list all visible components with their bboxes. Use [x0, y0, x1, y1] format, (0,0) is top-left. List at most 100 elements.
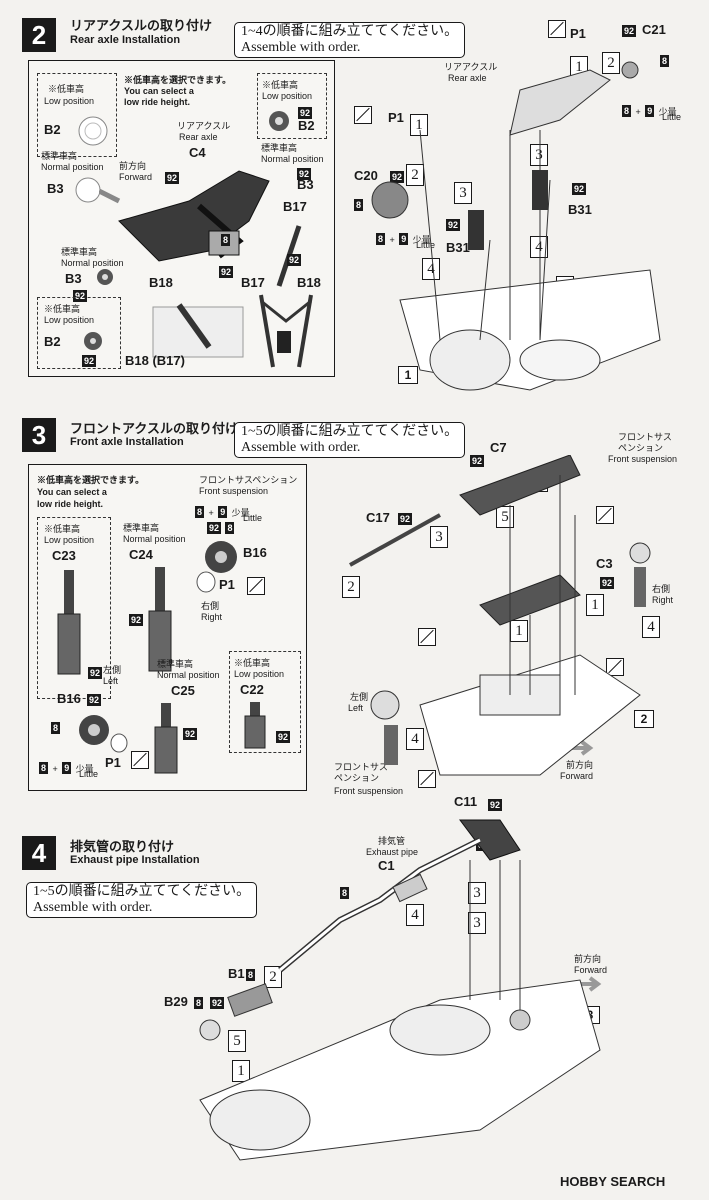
normal-jp: 標準車高: [123, 523, 160, 533]
sequence-5: 5: [228, 1030, 246, 1052]
little-jp: 少量: [658, 107, 677, 117]
sequence-2: 2: [342, 576, 360, 598]
paint-9: 9: [62, 761, 72, 774]
low-label-jp: ※低車高: [48, 84, 85, 94]
forward-en: Forward: [560, 771, 594, 781]
part-P1: P1: [219, 577, 235, 592]
front-susp-jp: フロントサス: [618, 432, 672, 442]
part-B18: B18: [297, 275, 321, 290]
paint-8: 8: [246, 968, 256, 981]
exhaust-chassis-drawing: [199, 819, 601, 1161]
normal-en: Normal position: [61, 258, 124, 268]
part-B1: B1: [228, 966, 245, 981]
part-B16: B16: [243, 545, 267, 560]
exhaust-en: Exhaust pipe: [366, 847, 419, 857]
sequence-3: 3: [468, 882, 486, 904]
paint-mix: 8 + 9 少量: [195, 503, 250, 521]
low-label-en: Low position: [44, 535, 95, 545]
right-jp: 右側: [201, 601, 220, 611]
part-B31: B31: [568, 202, 592, 217]
paint-92: 92: [207, 521, 222, 534]
paint-8: 8: [221, 233, 231, 246]
front-susp-en: Front suspension: [199, 486, 269, 496]
shocks-pair-drawing: [259, 294, 313, 368]
front-chassis-drawing: [349, 455, 651, 776]
low-position-box-b2: ※低車高 Low position B2 92: [37, 297, 121, 369]
step-number: 4: [22, 836, 56, 870]
paint-8: 8: [376, 232, 386, 245]
front-susp-en: Front suspension: [608, 454, 678, 464]
left-jp: 左側: [350, 692, 369, 702]
paint-8: 8: [354, 198, 364, 211]
sequence-2: 2: [602, 52, 620, 74]
part-B29: B29: [164, 994, 188, 1009]
paint-9: 9: [218, 505, 228, 518]
paint-92: 92: [287, 253, 302, 266]
little-jp: 少量: [231, 508, 250, 518]
normal-en: Normal position: [261, 154, 324, 164]
paint-92: 92: [390, 170, 405, 183]
sequence-4: 4: [422, 258, 440, 280]
sequence-1: 1: [232, 1060, 250, 1082]
left-en: Left: [103, 676, 119, 686]
low-label-en: Low position: [44, 315, 95, 325]
paint-92: 92: [183, 727, 198, 740]
low-label-jp: ※低車高: [262, 80, 299, 90]
bushing-icon: [78, 116, 108, 146]
paint-mix: 8 + 9 少量: [39, 759, 94, 777]
rear-axle-jp: リアアクスル: [444, 62, 498, 72]
low-note-en1: You can select a: [37, 487, 107, 497]
step-number: 2: [22, 18, 56, 52]
low-position-box-right: ※低車高 Low position 92 B2: [257, 73, 327, 139]
little-en: Little: [416, 240, 436, 250]
low-note-en1: You can select a: [124, 86, 194, 96]
paint-92: 92: [165, 171, 180, 184]
order-note-en: Assemble with order.: [241, 40, 361, 55]
paint-92: 92: [398, 512, 413, 525]
sequence-1: 1: [410, 114, 428, 136]
low-position-box: ※低車高 Low position B2: [37, 73, 117, 157]
part-C22: C22: [240, 682, 264, 697]
forward-en: Forward: [574, 965, 608, 975]
part-C21: C21: [642, 22, 666, 37]
forward-jp: 前方向: [566, 760, 594, 770]
no-glue-icon: [596, 506, 614, 524]
low-label-en: Low position: [262, 91, 313, 101]
paint-92: 92: [276, 730, 291, 743]
part-B3: B3: [47, 181, 64, 196]
part-P1: P1: [388, 110, 404, 125]
part-B2: B2: [298, 118, 315, 133]
part-B3: B3: [65, 271, 82, 286]
part-P1: P1: [105, 755, 121, 770]
low-label-jp: ※低車高: [44, 304, 81, 314]
plus-sign: +: [208, 508, 214, 518]
sequence-2: 2: [264, 966, 282, 988]
normal-en: Normal position: [157, 670, 220, 680]
low-note-en2: low ride height.: [37, 499, 104, 509]
rear-axle-en: Rear axle: [448, 73, 487, 83]
paint-8: 8: [225, 521, 235, 534]
paint-8: 8: [194, 996, 204, 1009]
low-note-jp: ※低車高を選択できます。: [124, 75, 232, 85]
step-title-en: Exhaust pipe Installation: [70, 854, 200, 866]
sequence-3: 3: [430, 526, 448, 548]
normal-en: Normal position: [123, 534, 186, 544]
paint-9: 9: [645, 104, 655, 117]
low-label-jp: ※低車高: [234, 658, 271, 668]
little-en: Little: [662, 112, 682, 122]
sequence-3: 3: [530, 144, 548, 166]
order-note-jp: 1~5の順番に組み立ててください。: [33, 884, 251, 899]
little-en: Little: [79, 769, 99, 779]
front-susp-jp: フロントサスペンション: [199, 475, 298, 485]
front-susp-jp: ペンション: [618, 443, 664, 453]
no-glue-icon: [131, 751, 149, 769]
strut-C23-drawing: [57, 570, 81, 675]
sequence-3: 3: [454, 182, 472, 204]
front-axle-detail-panel: ※低車高を選択できます。 You can select a low ride h…: [28, 464, 307, 791]
ref-box: 1: [398, 366, 418, 384]
part-C24: C24: [129, 547, 153, 562]
cap-drawing: [196, 571, 216, 593]
low-label-jp: ※低車高: [44, 524, 81, 534]
paint-92: 92: [298, 106, 313, 119]
sequence-4: 4: [406, 904, 424, 926]
